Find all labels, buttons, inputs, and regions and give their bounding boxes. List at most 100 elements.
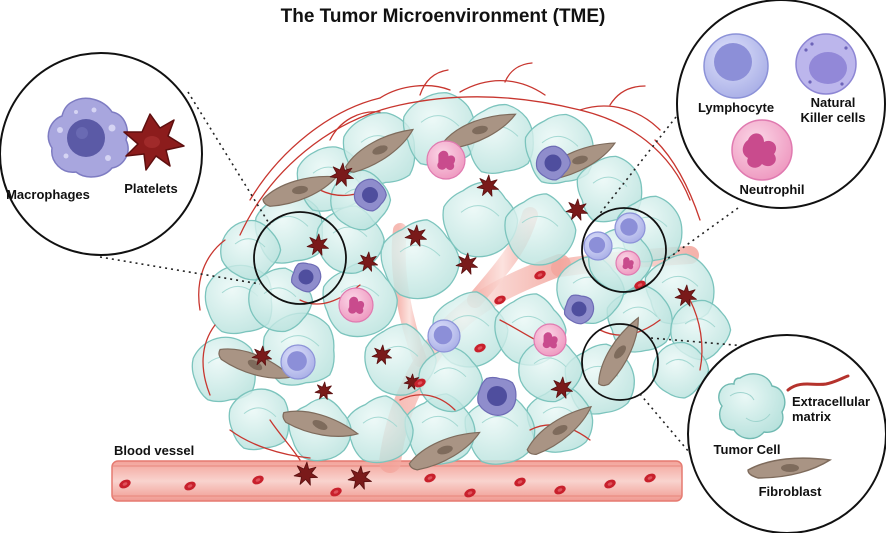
red-blood-cell — [252, 475, 264, 485]
tumor-cell — [504, 193, 577, 266]
tumor-cell-membrane-fold — [421, 416, 459, 427]
platelets — [251, 162, 697, 490]
platelet — [357, 251, 378, 272]
tumor-cell-membrane-fold — [521, 216, 559, 227]
immune-cells — [280, 140, 646, 416]
platelet — [674, 284, 697, 307]
lymphocyte-callout-icon — [703, 33, 769, 99]
tumor-cell-membrane-fold — [420, 115, 460, 127]
extracellular-matrix-icon — [786, 374, 850, 392]
tumor-cell-callout-icon — [718, 373, 786, 440]
tumor-cell-membrane-fold — [234, 238, 266, 248]
tumor-cell-membrane-fold — [533, 357, 567, 368]
ecm-label-line2: matrix — [792, 409, 832, 424]
red-blood-cell — [330, 487, 342, 497]
fibroblast — [443, 113, 517, 150]
tumor-cell-membrane-fold — [271, 216, 309, 227]
fibroblast-callout-icon — [747, 457, 833, 479]
neutrophil-cell — [426, 140, 466, 180]
red-blood-cell — [474, 343, 486, 353]
platelet-callout-icon — [123, 113, 185, 171]
tumor-cell-membrane-fold — [511, 316, 549, 327]
tumor-cell-membrane-fold — [661, 276, 699, 287]
platelet — [565, 198, 588, 221]
tumor-cell-membrane-fold — [481, 416, 519, 427]
natural-killer-cell-callout-icon — [795, 33, 857, 95]
tumor-cell-membrane-fold — [665, 359, 695, 368]
tumor-cell — [652, 341, 710, 399]
neutrophil-callout-icon — [731, 119, 793, 181]
tumor-cell-membrane-fold — [684, 318, 716, 328]
lymphocyte-cell — [583, 231, 613, 261]
tumor-cell-membrane-fold — [263, 287, 297, 298]
fibroblast — [262, 175, 338, 207]
platelet — [404, 224, 427, 247]
macrophage-cell — [563, 294, 595, 325]
red-blood-cell — [644, 473, 656, 483]
platelet — [293, 461, 318, 486]
platelet — [251, 345, 272, 366]
tumor-cell-label: Tumor Cell — [714, 442, 781, 457]
macrophage-icon — [47, 97, 129, 178]
lymphocyte-label: Lymphocyte — [698, 100, 774, 115]
platelet — [306, 233, 329, 256]
lymphocyte-cell — [427, 319, 461, 353]
tumor-cell — [220, 219, 282, 281]
red-blood-cell — [184, 481, 196, 491]
fibroblast — [598, 316, 639, 387]
red-blood-cell — [534, 270, 546, 280]
tumor-cell — [380, 219, 461, 300]
tumor-cell — [228, 388, 290, 451]
red-blood-cell — [414, 378, 426, 388]
zoom-marker-right — [581, 207, 667, 293]
neutrophil-cell — [533, 323, 567, 357]
tumor-cell-membrane-fold — [433, 367, 467, 378]
red-blood-cells — [119, 270, 656, 498]
macrophage-cell — [535, 145, 571, 181]
lymphocyte-cell — [280, 344, 316, 380]
fibroblast — [218, 348, 294, 379]
natural-killer-label-line1: Natural — [811, 95, 856, 110]
red-blood-cell — [554, 485, 566, 495]
neutrophil-cell — [615, 250, 641, 276]
tumor-cell-membrane-fold — [243, 407, 277, 418]
platelet — [314, 381, 333, 400]
fibroblast — [282, 410, 360, 437]
ecm-label-line1: Extracellular — [792, 394, 870, 409]
red-blood-cell — [424, 473, 436, 483]
fibroblast — [526, 405, 593, 456]
tumor-cell-membrane-fold — [280, 335, 320, 347]
zoom-marker-left — [253, 211, 347, 305]
platelet — [403, 373, 420, 390]
neutrophil-cell — [338, 287, 374, 323]
callout-stroma: Extracellular matrix Tumor Cell Fibrobla… — [687, 334, 886, 534]
extracellular-matrix-fibres — [198, 62, 703, 461]
callout-macrophages-platelets: Macrophages Platelets — [0, 52, 203, 256]
platelet — [347, 465, 372, 490]
fibroblast-label: Fibroblast — [759, 484, 823, 499]
platelet — [476, 174, 499, 197]
platelet — [329, 162, 354, 187]
macrophage-cell — [477, 376, 517, 416]
zoom-markers — [253, 207, 667, 401]
tumor-cell-membrane-fold — [460, 205, 500, 217]
tumor-cell-membrane-fold — [450, 315, 490, 327]
macrophage-cell — [291, 262, 322, 293]
callout-immune-cells: Lymphocyte Natural Killer cells Neutroph… — [676, 0, 886, 209]
platelet — [371, 344, 392, 365]
platelet — [455, 252, 478, 275]
platelets-label: Platelets — [124, 181, 177, 196]
lymphocyte-cell — [614, 212, 646, 244]
tumor-cell-membrane-fold — [541, 136, 579, 147]
neutrophil-label: Neutrophil — [740, 182, 805, 197]
platelet — [550, 376, 573, 399]
red-blood-cell — [604, 479, 616, 489]
diagram-title: The Tumor Microenvironment (TME) — [281, 6, 606, 27]
red-blood-cell — [464, 488, 476, 498]
blood-vessel-label: Blood vessel — [114, 443, 194, 458]
tumor-cell-membrane-fold — [622, 306, 658, 317]
zoom-marker-bottom — [581, 323, 659, 401]
macrophages-label: Macrophages — [6, 187, 90, 202]
